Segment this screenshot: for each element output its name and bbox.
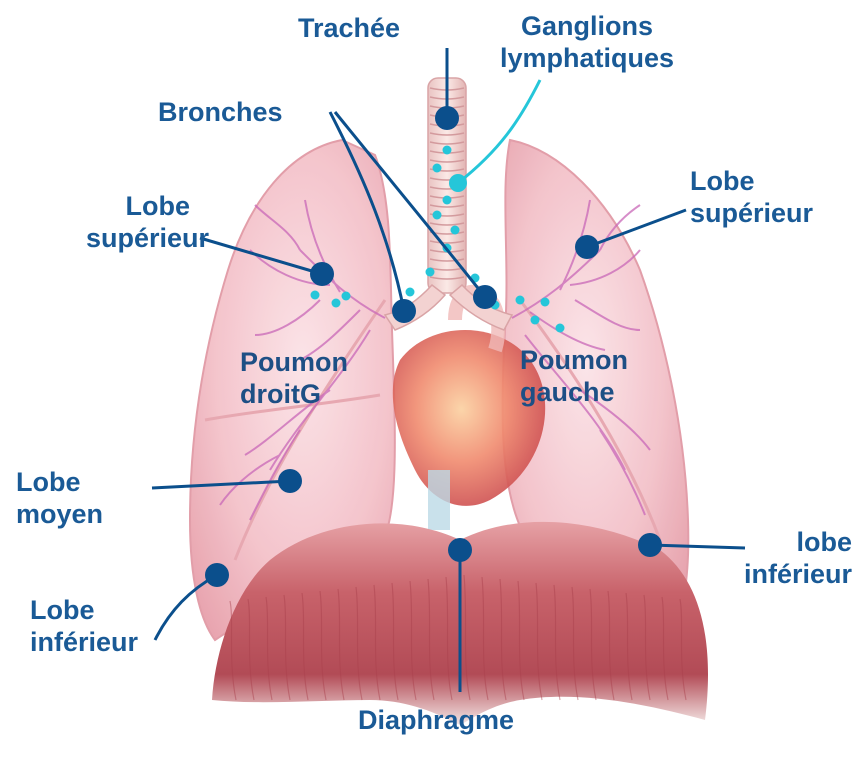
lymph-node: [531, 316, 540, 325]
label-diaphragme: Diaphragme: [358, 704, 514, 736]
label-lobe-superieur-right: Lobe supérieur: [86, 190, 190, 254]
marker-ganglions-lymphatiques: [449, 174, 467, 192]
lymph-node: [541, 298, 550, 307]
lymph-node: [443, 196, 452, 205]
label-lobe-moyen: Lobe moyen: [16, 466, 103, 530]
marker-lobe-inferieur-right: [205, 563, 229, 587]
lymph-node: [311, 291, 320, 300]
marker-lobe-superieur-right: [310, 262, 334, 286]
marker-lobe-superieur-left: [575, 235, 599, 259]
lymph-node: [443, 146, 452, 155]
marker-trachee: [435, 106, 459, 130]
esophagus: [428, 470, 450, 530]
lymph-node: [433, 164, 442, 173]
label-poumon-gauche: Poumon gauche: [520, 344, 628, 408]
label-trachee: Trachée: [298, 12, 400, 44]
label-ganglions-lymphatiques: Ganglions lymphatiques: [500, 10, 674, 74]
lymph-node: [342, 292, 351, 301]
marker-lobe-inferieur-left: [638, 533, 662, 557]
lymph-node: [451, 226, 460, 235]
label-lobe-inferieur-right: Lobe inférieur: [30, 594, 138, 658]
lymph-node: [332, 299, 341, 308]
marker-lobe-moyen: [278, 469, 302, 493]
lymph-node: [516, 296, 525, 305]
lymph-node: [426, 268, 435, 277]
lymph-node: [556, 324, 565, 333]
marker-diaphragme: [448, 538, 472, 562]
marker-bronche-right: [392, 299, 416, 323]
marker-bronche-left: [473, 285, 497, 309]
label-bronches: Bronches: [158, 96, 283, 128]
label-poumon-droit: Poumon droitG: [240, 346, 348, 410]
label-lobe-superieur-left: Lobe supérieur: [690, 165, 813, 229]
lymph-node: [406, 288, 415, 297]
lymph-node: [433, 211, 442, 220]
label-lobe-inferieur-left: lobe inférieur: [700, 526, 852, 590]
